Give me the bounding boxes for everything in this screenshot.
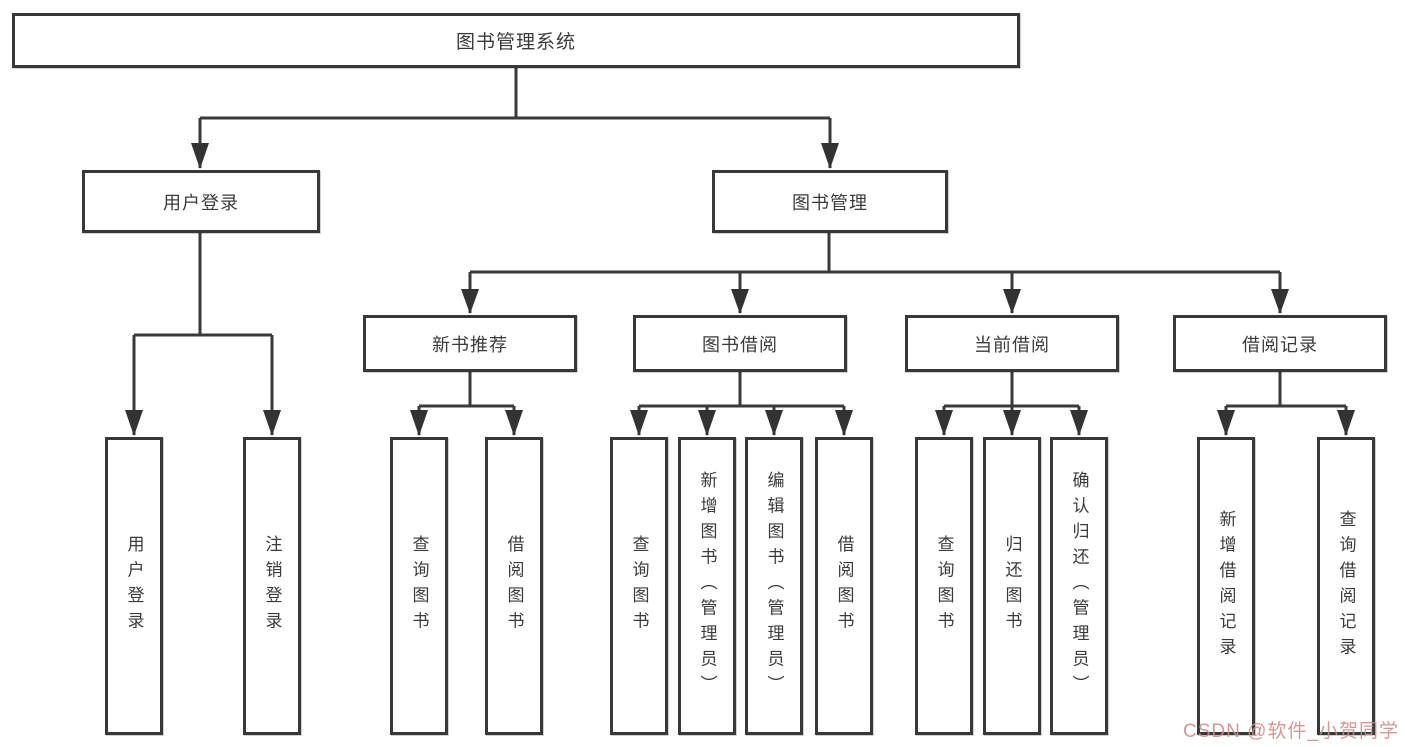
node-book-management-label: 图书管理 [792,192,868,213]
node-borrow-records-label: 借阅记录 [1242,334,1318,355]
leaf-return-books-label: 归还图书 [1002,535,1022,637]
leaf-user-login-label: 用户登录 [124,535,144,637]
leaf-query-books-recommend-label: 查询图书 [409,535,429,637]
node-new-book-recommend-label: 新书推荐 [432,334,508,355]
leaf-add-borrow-record: 新增借阅记录 [1197,437,1255,735]
leaf-user-login: 用户登录 [105,437,163,735]
leaf-borrow-books-borrowing: 借阅图书 [815,437,873,735]
leaf-logout: 注销登录 [243,437,301,735]
watermark: CSDN @软件_小贺同学 [1183,721,1399,742]
leaf-query-books-borrowing-label: 查询图书 [629,535,649,637]
leaf-query-borrow-record: 查询借阅记录 [1317,437,1375,735]
leaf-add-books-admin: 新增图书（管理员） [678,437,736,735]
leaf-borrow-books-recommend-label: 借阅图书 [504,535,524,637]
leaf-query-books-borrowing: 查询图书 [610,437,668,735]
leaf-add-borrow-record-label: 新增借阅记录 [1216,509,1236,663]
leaf-edit-books-admin: 编辑图书（管理员） [745,437,803,735]
leaf-return-books: 归还图书 [983,437,1041,735]
node-current-borrowing-label: 当前借阅 [974,334,1050,355]
leaf-query-books-current: 查询图书 [915,437,973,735]
leaf-logout-label: 注销登录 [262,535,282,637]
leaf-borrow-books-recommend: 借阅图书 [485,437,543,735]
node-book-management: 图书管理 [712,170,948,233]
leaf-confirm-return-admin-label: 确认归还（管理员） [1069,471,1089,701]
leaf-edit-books-admin-label: 编辑图书（管理员） [764,471,784,701]
leaf-borrow-books-borrowing-label: 借阅图书 [834,535,854,637]
node-user-login: 用户登录 [82,170,320,233]
node-current-borrowing: 当前借阅 [905,315,1119,372]
node-root: 图书管理系统 [12,13,1020,68]
node-user-login-label: 用户登录 [163,192,239,213]
node-book-borrowing-label: 图书借阅 [702,334,778,355]
node-book-borrowing: 图书借阅 [633,315,847,372]
leaf-query-books-recommend: 查询图书 [390,437,448,735]
connector-current-to-leaves [935,372,1088,436]
connector-bookmgmt-to-level3 [461,233,1289,314]
node-new-book-recommend: 新书推荐 [363,315,577,372]
connector-newbooks-to-leaves [410,372,523,436]
connector-records-to-leaves [1217,372,1355,436]
connector-userlogin-to-leaves [125,233,281,436]
connector-borrowing-to-leaves [630,372,853,436]
node-root-label: 图书管理系统 [455,32,576,53]
leaf-confirm-return-admin: 确认归还（管理员） [1050,437,1108,735]
node-borrow-records: 借阅记录 [1173,315,1387,372]
leaf-query-books-current-label: 查询图书 [934,535,954,637]
connector-root-to-level2 [191,68,839,169]
leaf-add-books-admin-label: 新增图书（管理员） [697,471,717,701]
leaf-query-borrow-record-label: 查询借阅记录 [1336,509,1356,663]
